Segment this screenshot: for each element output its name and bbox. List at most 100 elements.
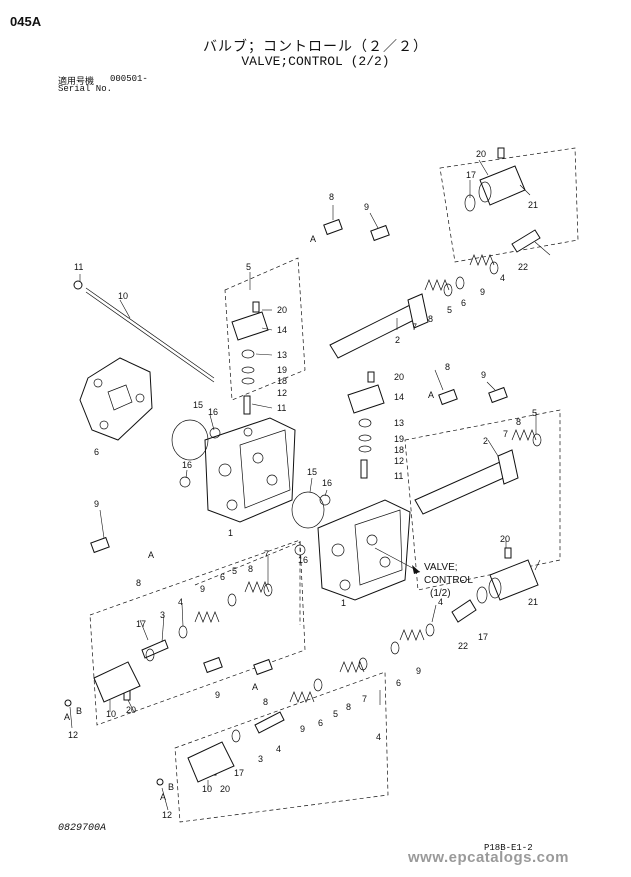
poppet <box>254 711 285 734</box>
washer <box>476 586 488 604</box>
bolt-icon <box>367 371 375 383</box>
plug-screw <box>360 459 368 479</box>
washer <box>390 641 400 655</box>
callout-18: 18 <box>277 376 287 386</box>
callout-4: 4 <box>178 597 183 607</box>
callout-19: 19 <box>277 365 287 375</box>
port-icon <box>226 499 238 511</box>
callout-11: 11 <box>277 403 286 413</box>
page-title: VALVE;CONTROL (2/2) <box>241 54 390 69</box>
washer <box>178 625 188 639</box>
callout-7: 7 <box>362 694 367 704</box>
plug-screw <box>243 395 251 415</box>
washer <box>313 678 323 692</box>
reference-code: P18B-E1-2 <box>484 843 533 853</box>
callout-8: 8 <box>445 362 450 372</box>
spring-mid-right <box>511 429 537 441</box>
cover-plate <box>347 384 385 414</box>
washer <box>425 623 435 637</box>
port-icon <box>218 463 232 477</box>
callout-20: 20 <box>220 784 230 794</box>
group-outline-upper-spool <box>224 257 306 401</box>
washer <box>241 366 255 374</box>
washer <box>358 418 372 428</box>
end-plate-hole <box>99 420 109 430</box>
callout-16: 16 <box>298 555 308 565</box>
callout-b: B <box>76 706 82 716</box>
washer <box>241 349 255 359</box>
callout-14: 14 <box>277 325 287 335</box>
callout-4: 4 <box>376 732 381 742</box>
plug-assembly <box>90 536 110 554</box>
o-ring-large <box>291 491 325 529</box>
spring-left-inner <box>244 581 270 593</box>
callout-8: 8 <box>136 578 141 588</box>
group-outline-top-right <box>439 147 579 263</box>
tie-bolt-edge <box>85 291 215 383</box>
spring-upper-right <box>424 279 450 291</box>
callout-16: 16 <box>322 478 332 488</box>
washer <box>231 729 241 743</box>
callout-8: 8 <box>263 697 268 707</box>
bolt-icon <box>252 301 260 313</box>
callout-9: 9 <box>200 584 205 594</box>
o-ring-small <box>319 494 331 506</box>
plug-assembly <box>438 388 458 406</box>
callout-12: 12 <box>68 730 78 740</box>
washer <box>455 276 465 290</box>
callout-9: 9 <box>215 690 220 700</box>
callout-4: 4 <box>276 744 281 754</box>
callout-22: 22 <box>458 641 468 651</box>
serial-value: 000501- <box>110 74 148 84</box>
callout-1: 1 <box>228 528 233 538</box>
o-ring-large <box>171 419 209 461</box>
callout-11: 11 <box>74 262 83 272</box>
callout-13: 13 <box>394 418 404 428</box>
callout-9: 9 <box>480 287 485 297</box>
group-outline-lower-center <box>174 671 389 823</box>
callout-8: 8 <box>346 702 351 712</box>
callout-17: 17 <box>234 768 244 778</box>
spool-upper-end <box>407 293 429 329</box>
callout-a: A <box>160 792 166 802</box>
nut-icon <box>73 280 83 290</box>
callout-21: 21 <box>528 200 538 210</box>
callout-8: 8 <box>428 314 433 324</box>
callout-7: 7 <box>264 549 269 559</box>
callout-12: 12 <box>394 456 404 466</box>
title-japanese: バルブ；コントロール（２／２） <box>203 38 428 54</box>
callout-7: 7 <box>412 322 417 332</box>
leader-lines <box>69 159 551 811</box>
group-outline-lower-left <box>89 539 306 726</box>
actuator-cylinder-face <box>488 577 502 599</box>
callout-17: 17 <box>136 619 146 629</box>
cross-ref-line2: CONTROL <box>424 575 473 586</box>
callout-5: 5 <box>246 262 251 272</box>
callout-20: 20 <box>394 372 404 382</box>
washer <box>443 283 453 297</box>
actuator-cylinder <box>187 741 235 783</box>
washer <box>227 593 237 607</box>
callout-15: 15 <box>193 400 203 410</box>
callout-10: 10 <box>106 709 116 719</box>
bolt-icon <box>504 547 512 559</box>
callout-7: 7 <box>503 429 508 439</box>
port-icon <box>243 427 253 437</box>
callout-18: 18 <box>394 445 404 455</box>
spring-lower-right <box>399 629 425 641</box>
callout-4: 4 <box>438 597 443 607</box>
callout-16: 16 <box>182 460 192 470</box>
callout-20: 20 <box>476 149 486 159</box>
callout-2: 2 <box>483 436 488 446</box>
callout-9: 9 <box>94 499 99 509</box>
callout-1: 1 <box>341 598 346 608</box>
group-outline-stacked <box>194 541 301 625</box>
callout-a: A <box>310 234 316 244</box>
screw-icon <box>64 699 72 707</box>
o-ring-small <box>179 476 191 488</box>
arrow-head-icon <box>412 565 420 574</box>
callout-10: 10 <box>202 784 212 794</box>
washer <box>145 648 155 662</box>
callout-14: 14 <box>394 392 404 402</box>
